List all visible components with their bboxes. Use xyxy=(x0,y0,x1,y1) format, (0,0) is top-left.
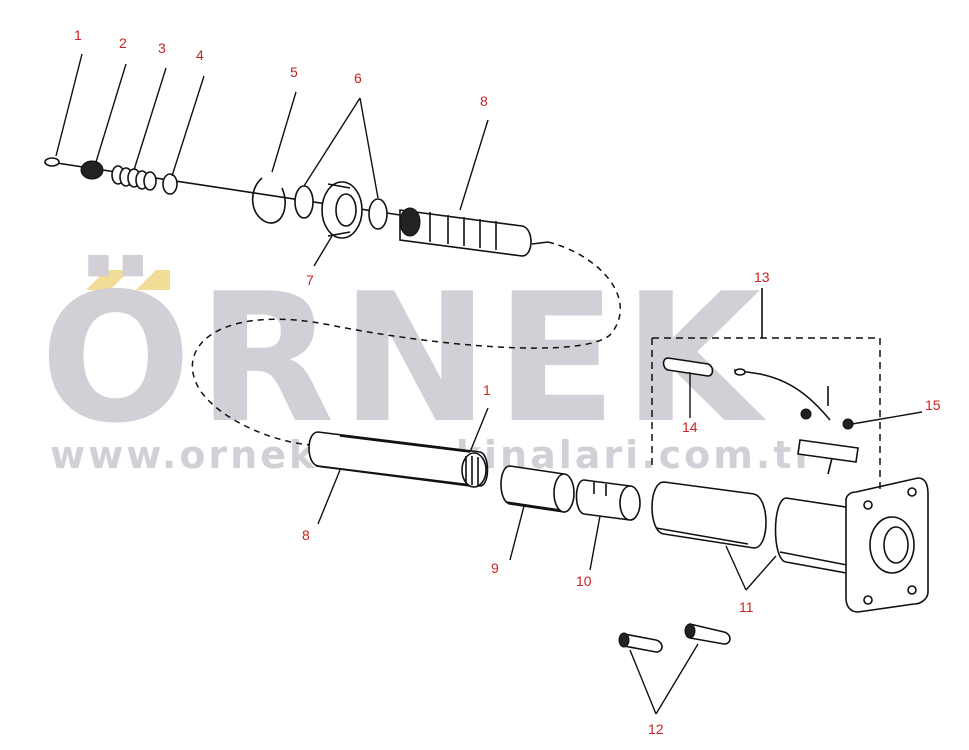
callout-labels: 1 2 3 4 5 6 7 8 1 8 9 10 11 12 13 14 15 xyxy=(74,27,941,737)
part-6-oring-b xyxy=(368,198,388,230)
lower-assembly xyxy=(308,431,929,653)
part-7-bearing xyxy=(321,181,363,239)
part-12-bolts xyxy=(618,622,731,653)
part-14-pin xyxy=(662,357,714,377)
callout-4: 4 xyxy=(196,47,204,63)
upper-assembly xyxy=(44,157,549,257)
callout-3: 3 xyxy=(158,40,166,56)
callout-6: 6 xyxy=(354,70,362,86)
callout-10: 10 xyxy=(576,573,592,589)
callout-1-lower: 1 xyxy=(483,382,491,398)
callout-13: 13 xyxy=(754,269,770,285)
part-5-snap-ring xyxy=(251,177,286,224)
callout-14: 14 xyxy=(682,419,698,435)
part-13-kit-box xyxy=(651,288,881,490)
watermark-brand: ÖRNEK xyxy=(40,255,767,462)
watermark-accent-right xyxy=(136,270,170,290)
part-6-oring-a xyxy=(294,185,314,219)
callout-7: 7 xyxy=(306,272,314,288)
callout-15: 15 xyxy=(925,397,941,413)
part-8-spool-upper xyxy=(399,207,549,257)
part-4-washer xyxy=(162,173,178,195)
callout-12: 12 xyxy=(648,721,664,737)
callout-5: 5 xyxy=(290,64,298,80)
callout-11: 11 xyxy=(739,599,754,615)
part-9-sleeve xyxy=(500,465,575,513)
part-1-pin xyxy=(44,157,60,167)
part-2-nut xyxy=(80,160,104,180)
callout-9: 9 xyxy=(491,560,499,576)
callout-8-lower: 8 xyxy=(302,527,310,543)
watermark-accent-left xyxy=(86,270,130,290)
part-10-bushing xyxy=(575,479,641,521)
part-11-housing xyxy=(651,477,929,613)
callout-8-top: 8 xyxy=(480,93,488,109)
assembly-path-upper xyxy=(191,241,622,446)
callout-2: 2 xyxy=(119,35,127,51)
leader-lines xyxy=(55,53,923,715)
part-11-flange xyxy=(845,477,929,613)
part-8-spool-lower xyxy=(308,431,489,488)
part-3-spring xyxy=(111,165,157,191)
watermark: ÖRNEK www.orneksismakinalari.com.tr xyxy=(40,255,813,477)
callout-1-top: 1 xyxy=(74,27,82,43)
